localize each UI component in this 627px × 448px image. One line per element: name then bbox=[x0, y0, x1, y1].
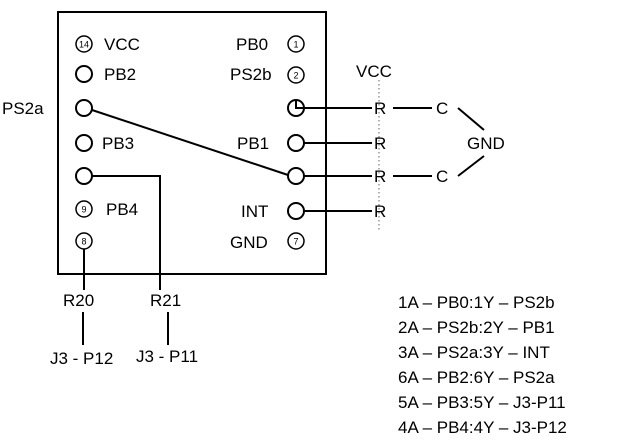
wire-c1-to-gnd bbox=[457, 107, 485, 131]
pin-1-number: 1 bbox=[293, 40, 298, 50]
resistor-1-label: R bbox=[374, 99, 386, 118]
pin-gnd-label: GND bbox=[230, 233, 268, 252]
vcc-rail-label: VCC bbox=[356, 62, 392, 81]
pin-14-number: 14 bbox=[79, 40, 89, 50]
r21-label: R21 bbox=[150, 291, 181, 310]
j3-p12-label: J3 - P12 bbox=[50, 349, 113, 368]
pin-1-circle bbox=[287, 35, 305, 53]
pin-pb4-label: PB4 bbox=[106, 200, 138, 219]
pin-7-circle bbox=[287, 232, 305, 250]
pin-2-number: 2 bbox=[293, 71, 298, 81]
resistor-3-label: R bbox=[374, 167, 386, 186]
pin-pb1-label: PB1 bbox=[237, 134, 269, 153]
mapping-line: 4A – PB4:4Y – J3-P12 bbox=[398, 418, 567, 437]
pin-ps2a-circle bbox=[75, 99, 93, 117]
pin-int-label: INT bbox=[241, 202, 268, 221]
pin-ps2b-label: PS2b bbox=[230, 65, 272, 84]
wire-c2-to-gnd bbox=[457, 155, 485, 177]
mapping-line: 6A – PB2:6Y – PS2a bbox=[398, 368, 555, 387]
capacitor-2-label: C bbox=[436, 167, 448, 186]
gnd-label: GND bbox=[467, 134, 505, 153]
pin-9-number: 9 bbox=[81, 205, 86, 215]
pin-7-number: 7 bbox=[293, 237, 298, 247]
pin-pb0-label: PB0 bbox=[236, 35, 268, 54]
wire-ps2a-to-right bbox=[91, 109, 289, 176]
resistor-2-label: R bbox=[374, 134, 386, 153]
pin-2-circle bbox=[287, 66, 305, 84]
mapping-line: 2A – PS2b:2Y – PB1 bbox=[398, 318, 555, 337]
pin-pb2-label: PB2 bbox=[104, 65, 136, 84]
wire-left5-to-r21 bbox=[92, 175, 161, 290]
pin-pb3-circle bbox=[75, 134, 93, 152]
pin-14-circle bbox=[75, 35, 93, 53]
pin-pb3-label: PB3 bbox=[102, 134, 134, 153]
pin-vcc-label: VCC bbox=[104, 35, 140, 54]
mapping-line: 5A – PB3:5Y – J3-P11 bbox=[398, 393, 566, 412]
pin-right-5-circle bbox=[287, 167, 305, 185]
pin-int-circle bbox=[287, 202, 305, 220]
pin-ps2a-label: PS2a bbox=[2, 99, 44, 118]
pin-pb2-circle bbox=[75, 65, 93, 83]
pin-8-number: 8 bbox=[81, 237, 86, 247]
capacitor-1-label: C bbox=[436, 99, 448, 118]
pin-left-5-circle bbox=[75, 167, 93, 185]
wire-right3-to-r bbox=[295, 100, 372, 109]
mapping-line: 3A – PS2a:3Y – INT bbox=[398, 343, 550, 362]
j3-p11-label: J3 - P11 bbox=[136, 347, 198, 366]
r20-label: R20 bbox=[63, 291, 94, 310]
pin-pb1-circle bbox=[287, 134, 305, 152]
pin-9-circle bbox=[75, 200, 93, 218]
resistor-4-label: R bbox=[374, 202, 386, 221]
mapping-line: 1A – PB0:1Y – PS2b bbox=[398, 293, 555, 312]
